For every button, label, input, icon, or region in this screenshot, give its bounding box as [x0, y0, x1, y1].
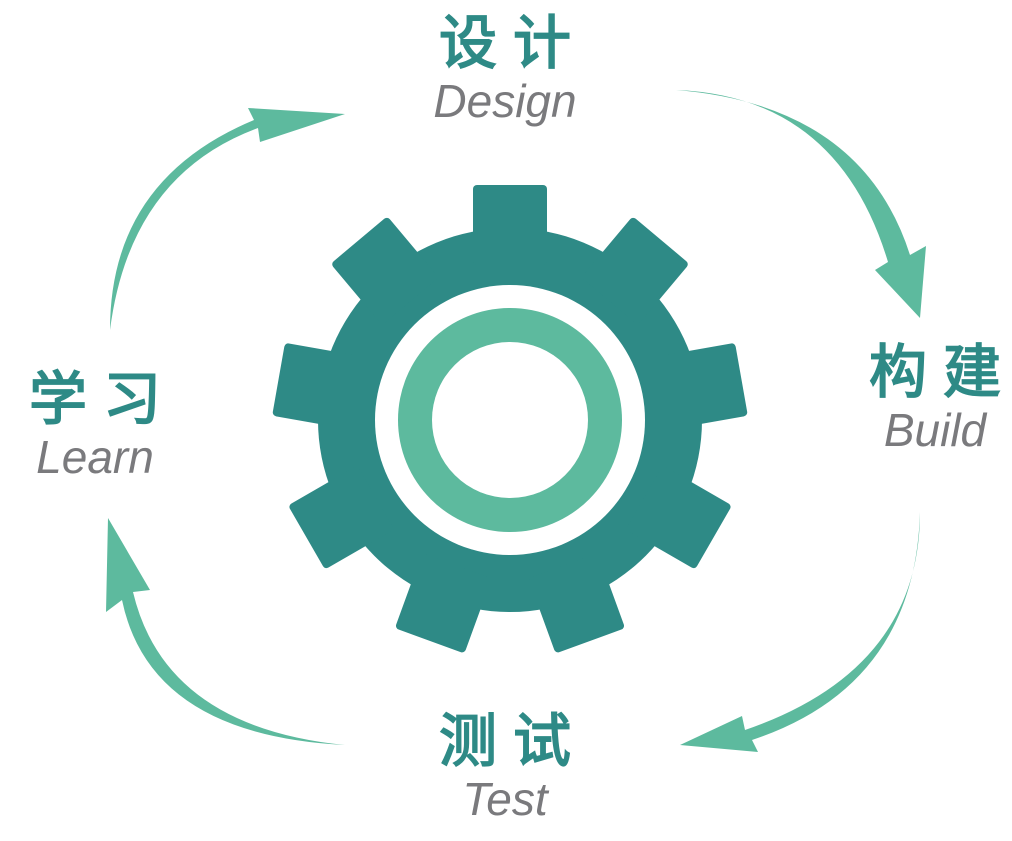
- stage-test-en: Test: [462, 773, 548, 825]
- arrow-test-to-learn: [106, 518, 345, 745]
- gear-teeth: [272, 185, 748, 653]
- arrow-design-to-build: [676, 90, 926, 318]
- stage-learn-en: Learn: [36, 431, 154, 483]
- stage-learn: 学习 Learn: [10, 370, 180, 480]
- stage-design-zh: 设计: [438, 9, 587, 77]
- stage-test-zh: 测试: [438, 707, 587, 775]
- stage-build-en: Build: [883, 404, 987, 456]
- gear-icon: [272, 185, 748, 653]
- stage-build-zh: 构建: [868, 338, 1012, 406]
- stage-design: 设计 Design: [390, 14, 620, 124]
- stage-learn-zh: 学习: [28, 365, 177, 433]
- arrows: [106, 90, 926, 752]
- stage-test: 测试 Test: [390, 712, 620, 822]
- stage-build: 构建 Build: [850, 343, 1012, 453]
- arrow-build-to-test: [680, 512, 920, 752]
- arrow-learn-to-design: [110, 108, 345, 330]
- stage-design-en: Design: [433, 75, 577, 127]
- gear-hole: [432, 342, 588, 498]
